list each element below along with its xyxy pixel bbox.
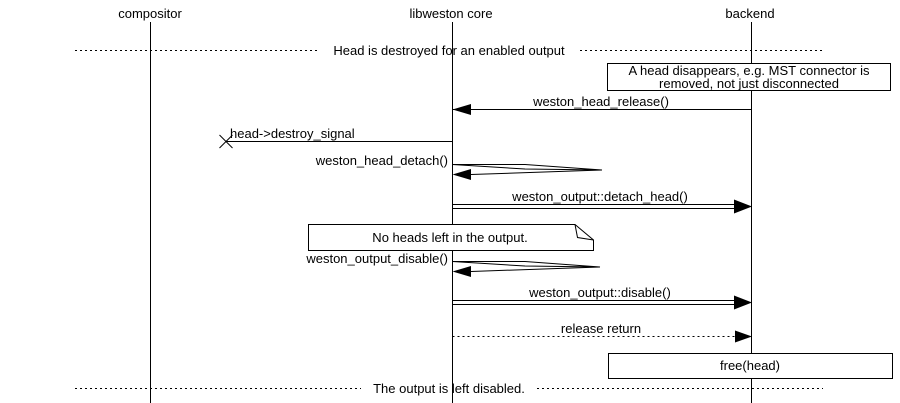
message-label-weston-head-detach: weston_head_detach(): [315, 153, 448, 168]
note-line-2: removed, not just disconnected: [659, 76, 839, 91]
arrowhead-right-icon: [734, 295, 752, 310]
message-weston-head-release: [452, 104, 752, 115]
arrowhead-left-icon: [452, 169, 471, 180]
divider-lines: [75, 50, 823, 389]
arrowhead-left-icon: [452, 266, 471, 277]
message-label-head-destroy-signal: head->destroy_signal: [230, 126, 355, 141]
note-line-1: A head disappears, e.g. MST connector is: [628, 63, 870, 78]
arrowhead-right-icon: [734, 199, 752, 214]
note-text-free-head: free(head): [720, 358, 780, 373]
note-fold-icon: [574, 224, 594, 241]
self-message-weston-output-disable: [452, 261, 601, 277]
note-box-head-disappears: [607, 63, 891, 91]
arrowhead-left-icon: [452, 104, 471, 115]
message-weston-output-disable: [452, 295, 752, 310]
self-spike: [452, 164, 603, 171]
arrowhead-right-icon: [735, 330, 752, 343]
note-text-head-disappears: A head disappears, e.g. MST connector is…: [607, 64, 891, 90]
divider-label-output-disabled: The output is left disabled.: [373, 381, 525, 396]
note-box-free-head: [608, 353, 893, 379]
note-outline: [308, 224, 594, 251]
participant-label-compositor: compositor: [118, 6, 182, 21]
self-spike: [452, 261, 601, 268]
message-label-weston-output-detach-head: weston_output::detach_head(): [512, 189, 688, 204]
divider-label-head-destroyed: Head is destroyed for an enabled output: [333, 43, 565, 58]
note-box-no-heads: [308, 224, 594, 251]
participant-label-libweston-core: libweston core: [409, 6, 493, 21]
message-label-weston-output-disable-call: weston_output_disable(): [306, 251, 448, 266]
message-label-weston-head-release: weston_head_release(): [533, 94, 669, 109]
self-message-weston-head-detach: [452, 164, 603, 180]
message-label-release-return: release return: [560, 321, 642, 336]
self-return-line: [470, 169, 603, 175]
message-head-destroy-signal: [219, 134, 453, 149]
message-weston-output-detach-head: [452, 199, 752, 214]
participant-label-backend: backend: [725, 6, 775, 21]
note-text-no-heads: No heads left in the output.: [372, 230, 528, 245]
self-return-line: [470, 266, 601, 272]
message-release-return: [452, 330, 752, 343]
message-label-weston-output-disable: weston_output::disable(): [529, 285, 671, 300]
lost-message-x-icon: [219, 134, 233, 149]
